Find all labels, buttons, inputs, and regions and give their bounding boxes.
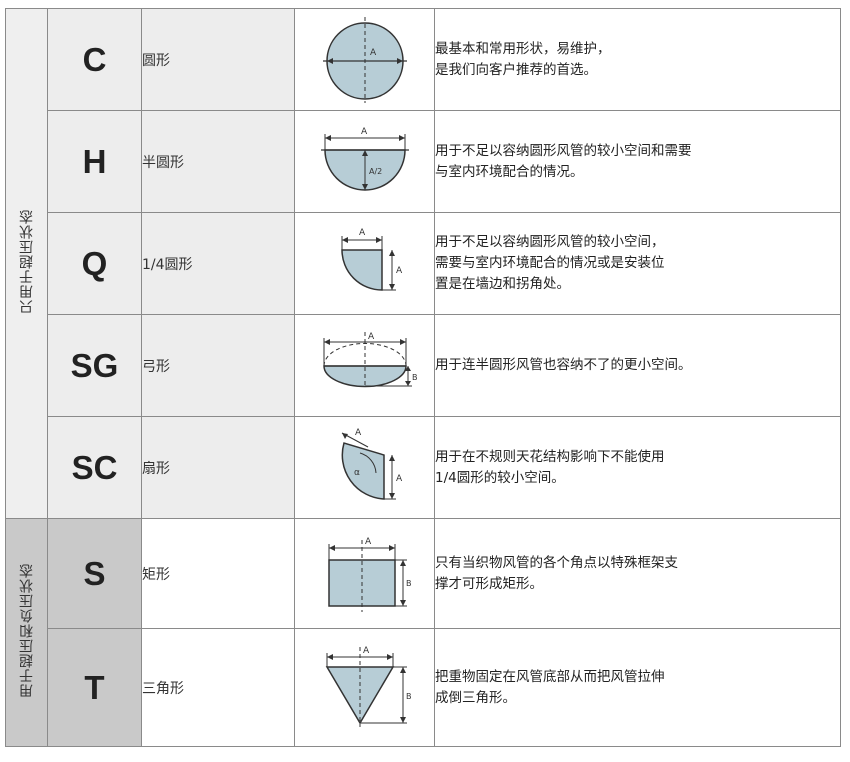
sector-icon: A α A xyxy=(294,416,435,519)
shape-description: 用于在不规则天花结构影响下不能使用 1/4圆形的较小空间。 xyxy=(434,416,841,519)
dimension-label: A xyxy=(359,228,366,238)
dimension-label: A xyxy=(370,48,377,58)
shape-name: 圆形 xyxy=(141,8,295,111)
segment-icon: A B xyxy=(294,314,435,417)
shape-name: 三角形 xyxy=(141,628,295,747)
shape-code: Q xyxy=(47,212,142,315)
table-row: 只用于超压状态 C 圆形 A 最基本和常用形状，易维护， 是我们向客户推荐的首选… xyxy=(5,8,841,519)
shape-description: 只有当织物风管的各个角点以特殊框架支 撑才可形成矩形。 xyxy=(434,518,841,629)
dimension-label: α xyxy=(354,468,360,478)
triangle-icon: A B xyxy=(294,628,435,747)
table-row: SG 弓形 A B 用于连半圆形风管也容纳不了的更小空间 xyxy=(6,314,841,417)
dimension-label: A xyxy=(363,646,370,656)
group-label-over-and-negative-pressure: 用于超压和负压状态 xyxy=(5,518,48,747)
semicircle-icon: A A/2 xyxy=(294,110,435,213)
shape-description: 用于不足以容纳圆形风管的较小空间， 需要与室内环境配合的情况或是安装位 置是在墙… xyxy=(434,212,841,315)
shape-code: T xyxy=(47,628,142,747)
shape-code: SG xyxy=(47,314,142,417)
shape-description: 最基本和常用形状，易维护， 是我们向客户推荐的首选。 xyxy=(434,8,841,111)
table-row: Q 1/4圆形 A A 用于不足以容纳圆形风管的较小空间， 需要与室内环境配合的… xyxy=(6,212,841,315)
shape-description: 用于不足以容纳圆形风管的较小空间和需要 与室内环境配合的情况。 xyxy=(434,110,841,213)
circle-icon: A xyxy=(294,8,435,111)
dimension-label: B xyxy=(406,579,412,588)
shape-name: 1/4圆形 xyxy=(141,212,295,315)
dimension-label: B xyxy=(406,692,412,701)
shape-name: 弓形 xyxy=(141,314,295,417)
dimension-label: B xyxy=(412,373,418,382)
shape-code: C xyxy=(47,8,142,111)
table-row: H 半圆形 A A/2 用于不足以容纳圆形风管的较小空间和需要 与室内环境配合的… xyxy=(6,110,841,213)
group-label-overpressure: 只用于超压状态 xyxy=(5,8,48,519)
dimension-label: A xyxy=(365,537,372,547)
table-row: T 三角形 A B 把重物固定在风管底部从而把风管拉伸 成倒三 xyxy=(6,628,841,747)
shape-code: S xyxy=(47,518,142,629)
shape-code: H xyxy=(47,110,142,213)
shape-name: 半圆形 xyxy=(141,110,295,213)
dimension-label: A xyxy=(355,428,362,438)
dimension-label: A/2 xyxy=(369,167,382,176)
dimension-label: A xyxy=(361,127,368,137)
quarter-circle-icon: A A xyxy=(294,212,435,315)
duct-shape-table: 只用于超压状态 C 圆形 A 最基本和常用形状，易维护， 是我们向客户推荐的首选… xyxy=(5,8,841,747)
shape-description: 用于连半圆形风管也容纳不了的更小空间。 xyxy=(434,314,841,417)
dimension-label: A xyxy=(368,332,375,342)
shape-name: 扇形 xyxy=(141,416,295,519)
table-row: 用于超压和负压状态 S 矩形 A B 只有当织物风管的各 xyxy=(5,518,841,747)
shape-description: 把重物固定在风管底部从而把风管拉伸 成倒三角形。 xyxy=(434,628,841,747)
shape-code: SC xyxy=(47,416,142,519)
rectangle-icon: A B xyxy=(294,518,435,629)
shape-name: 矩形 xyxy=(141,518,295,629)
dimension-label: A xyxy=(396,474,403,484)
table-row: SC 扇形 A α A 用于在不规则天花结构影响下不能使用 1/4圆形的较小空间… xyxy=(6,416,841,519)
dimension-label: A xyxy=(396,266,403,276)
